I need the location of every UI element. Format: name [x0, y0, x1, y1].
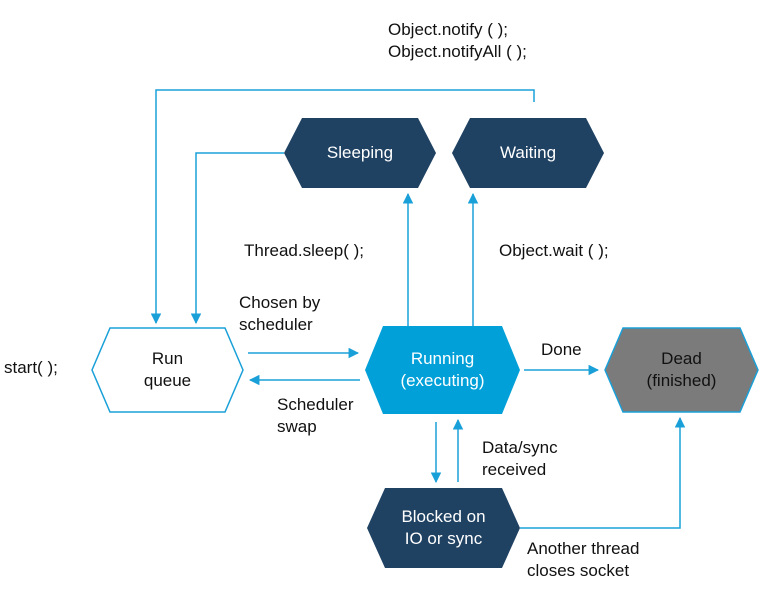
thread-sleep-label: Thread.sleep( );	[244, 241, 364, 260]
running-state	[365, 326, 520, 414]
done-label: Done	[541, 340, 582, 359]
waiting-state	[452, 118, 604, 188]
socket-closed-arrow	[520, 416, 686, 529]
chosen-by-scheduler-label: Chosen by scheduler	[239, 293, 321, 334]
waiting-label: Waiting	[499, 143, 557, 162]
scheduler-swap-label: Scheduler swap	[277, 395, 354, 436]
data-sync-label: Data/sync received	[482, 438, 558, 479]
start-label: start( );	[4, 358, 58, 377]
run-queue-label: Run queue	[143, 349, 192, 390]
closes-socket-label: Another thread closes socket	[527, 539, 640, 580]
notify-label: Object.notify ( ); Object.notifyAll ( );	[388, 20, 527, 61]
blocked-state	[367, 488, 520, 568]
sleep-return-arrow	[190, 152, 284, 325]
dead-label: Dead (finished)	[646, 349, 717, 390]
sleeping-label: Sleeping	[326, 143, 394, 162]
notify-arrow	[150, 89, 535, 325]
object-wait-label: Object.wait ( );	[499, 241, 609, 260]
run-queue-state	[91, 327, 244, 413]
dead-state	[604, 327, 759, 413]
blocked-label: Blocked on IO or sync	[401, 507, 486, 548]
sleeping-state	[284, 118, 436, 188]
running-label: Running (executing)	[400, 349, 485, 390]
